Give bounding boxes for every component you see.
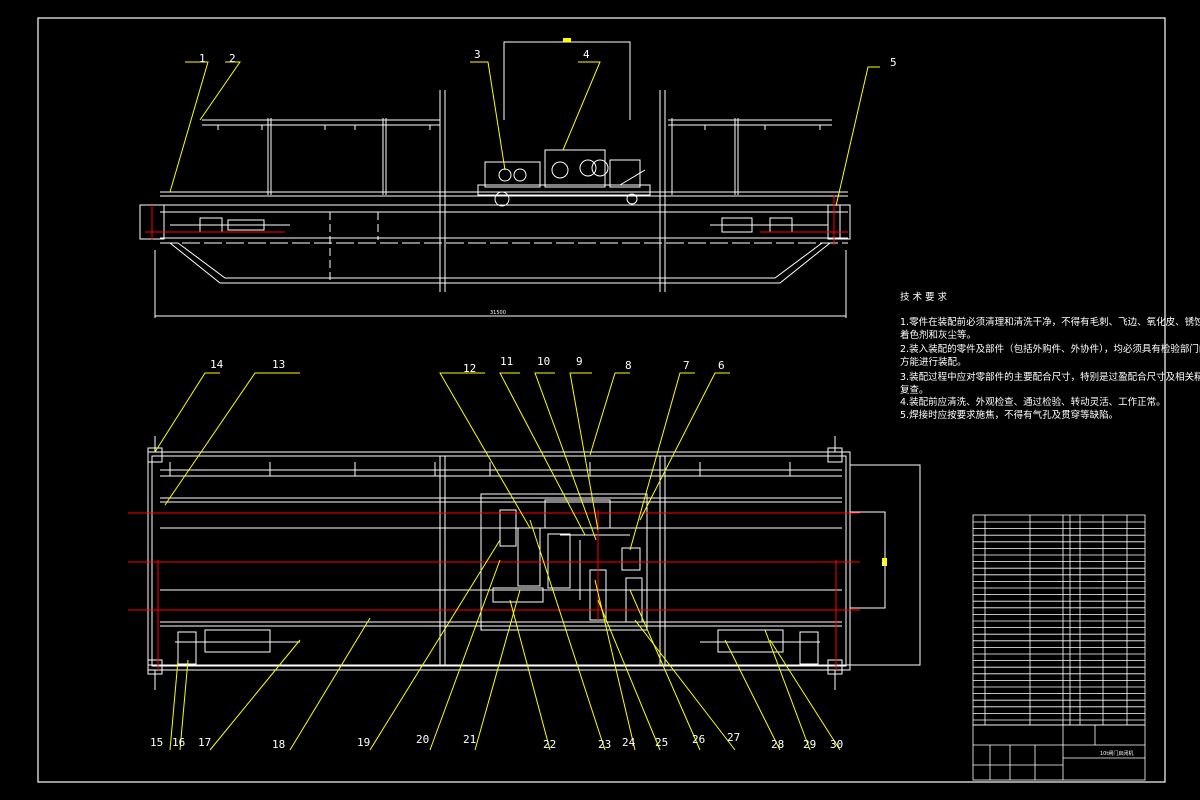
callout-26: 26 — [692, 733, 705, 746]
callout-1: 1 — [199, 52, 206, 65]
callout-4: 4 — [583, 48, 590, 61]
parts-list — [972, 514, 1146, 726]
callout-29: 29 — [803, 738, 816, 751]
callout-17: 17 — [198, 736, 211, 749]
callout-3: 3 — [474, 48, 481, 61]
callout-23: 23 — [598, 738, 611, 751]
callout-14: 14 — [210, 358, 224, 371]
callout-18: 18 — [272, 738, 285, 751]
callout-13: 13 — [272, 358, 285, 371]
callout-30: 30 — [830, 738, 843, 751]
callout-7: 7 — [683, 359, 690, 372]
tech-req-line: 4.装配前应清洗、外观检查、通过检验、转动灵活、工作正常。 — [900, 396, 1166, 408]
tech-req-line: 5.焊接时应按要求施焦，不得有气孔及贯穿等缺陷。 — [900, 409, 1118, 421]
callout-20: 20 — [416, 733, 429, 746]
tech-req-line: 1.零件在装配前必须清理和清洗干净，不得有毛刺、飞边、氧化皮、锈蚀、切屑、油污、 — [900, 316, 1200, 328]
callout-10: 10 — [537, 355, 550, 368]
drawing-title: 10t闸门启闭机 — [1100, 750, 1133, 757]
dimension-small: B — [882, 561, 886, 567]
callout-21: 21 — [463, 733, 476, 746]
callout-11: 11 — [500, 355, 513, 368]
callout-22: 22 — [543, 738, 556, 751]
tech-req-line: 方能进行装配。 — [900, 356, 967, 368]
dimension-span: 31500 — [490, 310, 506, 316]
elevation-view — [139, 41, 851, 318]
plan-leaders — [154, 372, 841, 751]
callout-27: 27 — [727, 731, 740, 744]
callout-2: 2 — [229, 52, 236, 65]
callout-12: 12 — [463, 362, 476, 375]
title-block — [972, 724, 1146, 781]
callout-19: 19 — [357, 736, 370, 749]
elevation-leaders — [169, 61, 880, 207]
callout-28: 28 — [771, 738, 784, 751]
callout-6: 6 — [718, 359, 725, 372]
tech-req-line: 着色剂和灰尘等。 — [900, 329, 976, 341]
callout-15: 15 — [150, 736, 163, 749]
callout-9: 9 — [576, 355, 583, 368]
tech-req-line: 复查。 — [900, 384, 929, 396]
tech-req-line: 3.装配过程中应对零部件的主要配合尺寸，特别是过盈配合尺寸及相关精度进行 — [900, 371, 1200, 383]
tech-requirements: 技 术 要 求 1.零件在装配前必须清理和清洗干净，不得有毛刺、飞边、氧化皮、锈… — [900, 291, 1200, 421]
callout-24: 24 — [622, 736, 636, 749]
tech-requirements-heading: 技 术 要 求 — [900, 291, 948, 303]
sheet-border — [37, 17, 1166, 783]
callout-8: 8 — [625, 359, 632, 372]
tech-req-line: 2.装入装配的零件及部件（包括外购件、外协件），均必须具有检验部门的合格证 — [900, 343, 1200, 355]
callout-5: 5 — [890, 56, 897, 69]
callout-25: 25 — [655, 736, 668, 749]
callout-16: 16 — [172, 736, 185, 749]
plan-view — [147, 436, 921, 690]
